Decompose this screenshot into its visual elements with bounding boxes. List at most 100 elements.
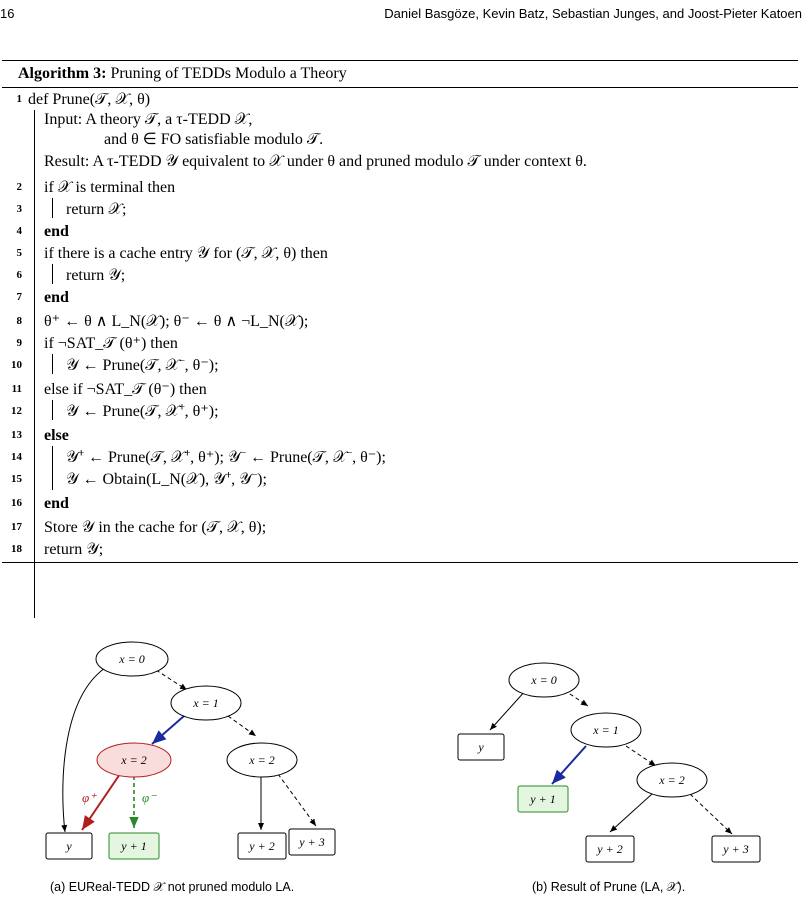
line-number: 2 xyxy=(16,181,23,193)
leaf-y-plus-1-label: y + 1 xyxy=(529,792,555,806)
figure-b-caption: (b) Result of Prune (LA, 𝒳). xyxy=(532,880,686,894)
leaf-y-plus-1-green xyxy=(517,785,569,813)
algorithm-line: 2 if 𝒳 is terminal then xyxy=(4,176,784,199)
figure-a-caption: (a) EUReal-TEDD 𝒳 not pruned modulo LA. xyxy=(50,880,295,894)
line-text: else xyxy=(44,427,69,444)
line-text: return 𝒴; xyxy=(66,267,126,284)
block-bar-else xyxy=(52,446,53,490)
line-text: else if ¬SAT_𝒯 (θ⁻) then xyxy=(44,381,207,398)
leaf-y-plus-1-label: y + 1 xyxy=(120,839,146,853)
edge-x2-to-y2 xyxy=(609,793,653,833)
line-number: 4 xyxy=(16,225,23,237)
line-text: if ¬SAT_𝒯 (θ⁺) then xyxy=(44,335,178,352)
algorithm-line: 4 end xyxy=(4,220,784,243)
line-text: Input: A theory 𝒯, a τ-TEDD 𝒳, xyxy=(44,111,253,128)
algorithm-line: 17 Store 𝒴 in the cache for (𝒯, 𝒳, θ); xyxy=(4,516,784,539)
node-x2-label: x = 2 xyxy=(658,773,684,787)
algorithm-bottom-rule xyxy=(2,562,798,563)
edge-x1-to-x2-right-dashed xyxy=(227,715,257,737)
leaf-y-plus-3-label: y + 3 xyxy=(722,842,748,856)
line-text: return 𝒳; xyxy=(66,201,127,218)
figure-b-pruned-diagram: x = 0 y x = 1 y + 1 x = 2 y + 2 y + 3 xyxy=(457,662,761,863)
node-x0 xyxy=(508,662,580,698)
node-x2 xyxy=(226,742,298,778)
node-x0-label: x = 0 xyxy=(118,652,144,666)
edge-x1-to-x2-dashed xyxy=(625,745,657,767)
node-x1 xyxy=(170,685,242,721)
block-bar-if-sat-plus xyxy=(52,354,53,374)
line-number: 15 xyxy=(11,473,22,485)
edge-x0-to-x1-dashed xyxy=(563,689,589,707)
line-text: Store 𝒴 in the cache for (𝒯, 𝒳, θ); xyxy=(44,519,267,536)
leaf-y-plus-3 xyxy=(711,835,761,863)
node-x2-red xyxy=(96,742,172,778)
edge-label-phi-minus: φ⁻ xyxy=(142,790,157,805)
algorithm-title: Pruning of TEDDs Modulo a Theory xyxy=(110,65,347,82)
line-text: Result: A τ-TEDD 𝒴 equivalent to 𝒳 under… xyxy=(44,153,587,170)
algorithm-line: 11 else if ¬SAT_𝒯 (θ⁻) then xyxy=(4,378,784,401)
leaf-y-plus-1-green xyxy=(108,832,160,860)
node-x2-label: x = 2 xyxy=(248,753,274,767)
line-text: if 𝒳 is terminal then xyxy=(44,179,176,196)
line-number: 9 xyxy=(16,337,23,349)
leaf-y-plus-2 xyxy=(237,832,287,860)
line-text: end xyxy=(44,289,69,306)
algorithm-line: and θ ∈ FO satisfiable modulo 𝒯. xyxy=(4,128,784,151)
line-number: 17 xyxy=(11,521,22,533)
leaf-y-plus-3 xyxy=(288,828,336,856)
edge-label-phi-plus: φ⁺ xyxy=(82,790,97,805)
leaf-y-label: y xyxy=(65,839,72,853)
algorithm-top-rule xyxy=(2,60,798,61)
line-text: end xyxy=(44,223,69,240)
node-x0-label: x = 0 xyxy=(530,673,556,687)
leaf-y-plus-3-label: y + 3 xyxy=(298,835,324,849)
leaf-y-label: y xyxy=(477,740,484,754)
node-x2 xyxy=(636,762,708,798)
leaf-y-plus-2-label: y + 2 xyxy=(596,842,622,856)
line-text: 𝒴 ← Prune(𝒯, 𝒳⁻, θ⁻); xyxy=(66,357,219,374)
leaf-y xyxy=(45,832,93,860)
line-number: 11 xyxy=(11,383,22,395)
line-text: and θ ∈ FO satisfiable modulo 𝒯. xyxy=(104,131,324,148)
node-x1-label: x = 1 xyxy=(192,696,218,710)
running-authors: Daniel Basgöze, Kevin Batz, Sebastian Ju… xyxy=(384,6,802,21)
edge-x0-to-y xyxy=(61,667,106,833)
edge-x0-to-y xyxy=(489,689,527,731)
node-x1-label: x = 1 xyxy=(592,723,618,737)
edge-x2-to-y3-dashed xyxy=(689,793,733,835)
node-x0 xyxy=(95,641,169,677)
line-number: 7 xyxy=(16,291,23,303)
line-number: 6 xyxy=(16,269,23,281)
node-x2-red-label: x = 2 xyxy=(120,753,146,767)
leaf-y xyxy=(457,733,505,761)
line-text: 𝒴 ← Prune(𝒯, 𝒳⁺, θ⁺); xyxy=(66,403,219,420)
line-text: 𝒴⁺ ← Prune(𝒯, 𝒳⁺, θ⁺); 𝒴⁻ ← Prune(𝒯, 𝒳⁻,… xyxy=(66,449,386,466)
line-text: end xyxy=(44,495,69,512)
algorithm-box: Algorithm 3: Pruning of TEDDs Modulo a T… xyxy=(2,60,798,618)
edge-x1-to-x2-blue xyxy=(151,715,185,745)
block-bar-def xyxy=(34,110,35,618)
block-bar-if-sat-minus xyxy=(52,400,53,420)
line-number: 1 xyxy=(16,93,23,105)
edge-x1-to-y1-blue xyxy=(551,745,587,785)
algorithm-caption: Algorithm 3: Pruning of TEDDs Modulo a T… xyxy=(2,61,798,87)
algorithm-line: Result: A τ-TEDD 𝒴 equivalent to 𝒳 under… xyxy=(4,150,784,173)
line-number: 18 xyxy=(11,543,22,555)
edge-x2-to-y3-dashed xyxy=(277,773,317,827)
line-number: 10 xyxy=(11,359,22,371)
algorithm-line: 9 if ¬SAT_𝒯 (θ⁺) then xyxy=(4,332,784,355)
line-number: 8 xyxy=(16,315,23,327)
running-header: 16 Daniel Basgöze, Kevin Batz, Sebastian… xyxy=(0,6,804,26)
line-number: 5 xyxy=(16,247,23,259)
algorithm-line: Input: A theory 𝒯, a τ-TEDD 𝒳, xyxy=(4,108,784,131)
